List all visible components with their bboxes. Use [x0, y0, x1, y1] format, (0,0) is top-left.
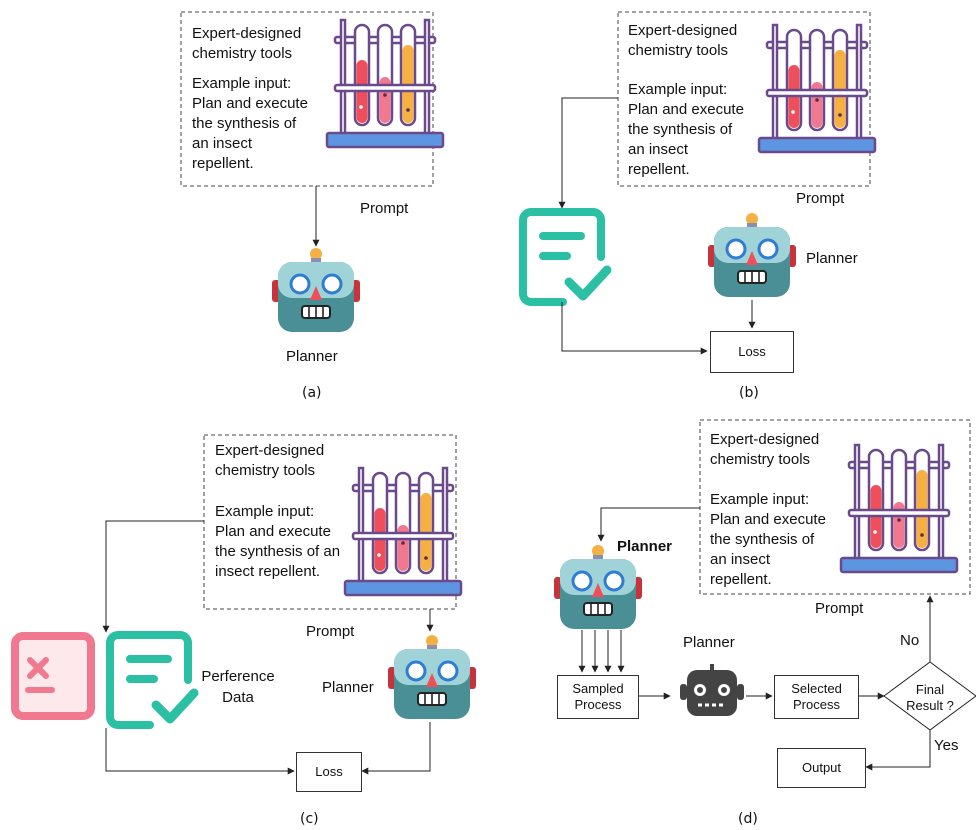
- selected-process-label: Selected Process: [791, 681, 842, 712]
- checklist-icon: [110, 635, 194, 725]
- planner-label: Planner: [806, 250, 858, 267]
- prompt-label: Prompt: [815, 600, 864, 617]
- selected-process-box: Selected Process: [774, 675, 859, 719]
- checklist-icon: [523, 212, 607, 302]
- robot-outline-icon: [680, 664, 744, 716]
- caption-d: (d): [738, 811, 758, 827]
- sampled-process-label: Sampled Process: [572, 681, 624, 712]
- robot-icon: [552, 543, 644, 631]
- output-box: Output: [777, 748, 866, 788]
- example-label: Example input:: [192, 75, 292, 92]
- prompt-label: Prompt: [796, 190, 845, 207]
- test-tubes-icon: [839, 443, 959, 574]
- yes-label: Yes: [934, 737, 959, 754]
- loss-box: Loss: [296, 752, 362, 792]
- example-text: Plan and execute the synthesis of an ins…: [710, 511, 826, 588]
- example-label: Example input:: [215, 503, 315, 520]
- example-label: Example input:: [628, 81, 728, 98]
- example-text: Plan and execute the synthesis of an ins…: [628, 101, 744, 178]
- sampled-process-box: Sampled Process: [557, 675, 639, 719]
- robot-icon: [706, 211, 798, 299]
- example-text: Plan and execute the synthesis of an ins…: [215, 523, 341, 580]
- tools-title: Expert-designed chemistry tools: [710, 431, 820, 468]
- judge-planner-label: Planner: [683, 634, 735, 651]
- caption-a: (a): [302, 385, 322, 401]
- arrow-planner-to-loss-c: [361, 722, 431, 775]
- preference-data-label: Perference Data: [201, 668, 275, 706]
- prompt-box-b: [617, 11, 871, 187]
- test-tubes-icon: [757, 23, 877, 154]
- arrow-prompt-to-preference-c: [102, 520, 204, 633]
- planner-label-bold: Planner: [617, 538, 673, 555]
- tools-title: Expert-designed chemistry tools: [628, 22, 738, 59]
- example-label: Example input:: [710, 491, 810, 508]
- prompt-label: Prompt: [306, 623, 355, 640]
- planner-label: Planner: [286, 348, 338, 365]
- loss-label: Loss: [315, 764, 343, 779]
- arrow-preference-to-loss-c: [105, 728, 295, 775]
- prompt-box-c: [203, 434, 457, 610]
- loss-box: Loss: [710, 331, 794, 373]
- robot-icon: [386, 633, 478, 721]
- no-label: No: [900, 632, 920, 649]
- output-label: Output: [801, 760, 842, 775]
- tools-title: Expert-designed chemistry tools: [192, 25, 302, 62]
- tools-title: Expert-designed chemistry tools: [215, 442, 325, 479]
- test-tubes-icon: [343, 466, 463, 597]
- example-text: Plan and execute the synthesis of an ins…: [192, 95, 308, 172]
- arrow-reward-to-loss-b: [561, 302, 708, 355]
- test-tubes-icon: [325, 18, 445, 149]
- prompt-label: Prompt: [360, 200, 409, 217]
- arrow-yes-to-output: [865, 730, 931, 771]
- rejected-doc-icon: [11, 632, 95, 720]
- planner-label: Planner: [322, 679, 374, 696]
- caption-b: (b): [739, 385, 759, 401]
- caption-c: (c): [300, 811, 319, 827]
- loss-label: Loss: [738, 344, 766, 359]
- arrow-prompt-to-planner-d: [597, 507, 700, 542]
- prompt-box-a: [180, 11, 434, 187]
- arrow-prompt-to-reward-b: [558, 97, 618, 209]
- prompt-box-d: [699, 419, 971, 595]
- final-result-label: Final Result ?: [906, 682, 954, 713]
- robot-icon: [270, 246, 362, 334]
